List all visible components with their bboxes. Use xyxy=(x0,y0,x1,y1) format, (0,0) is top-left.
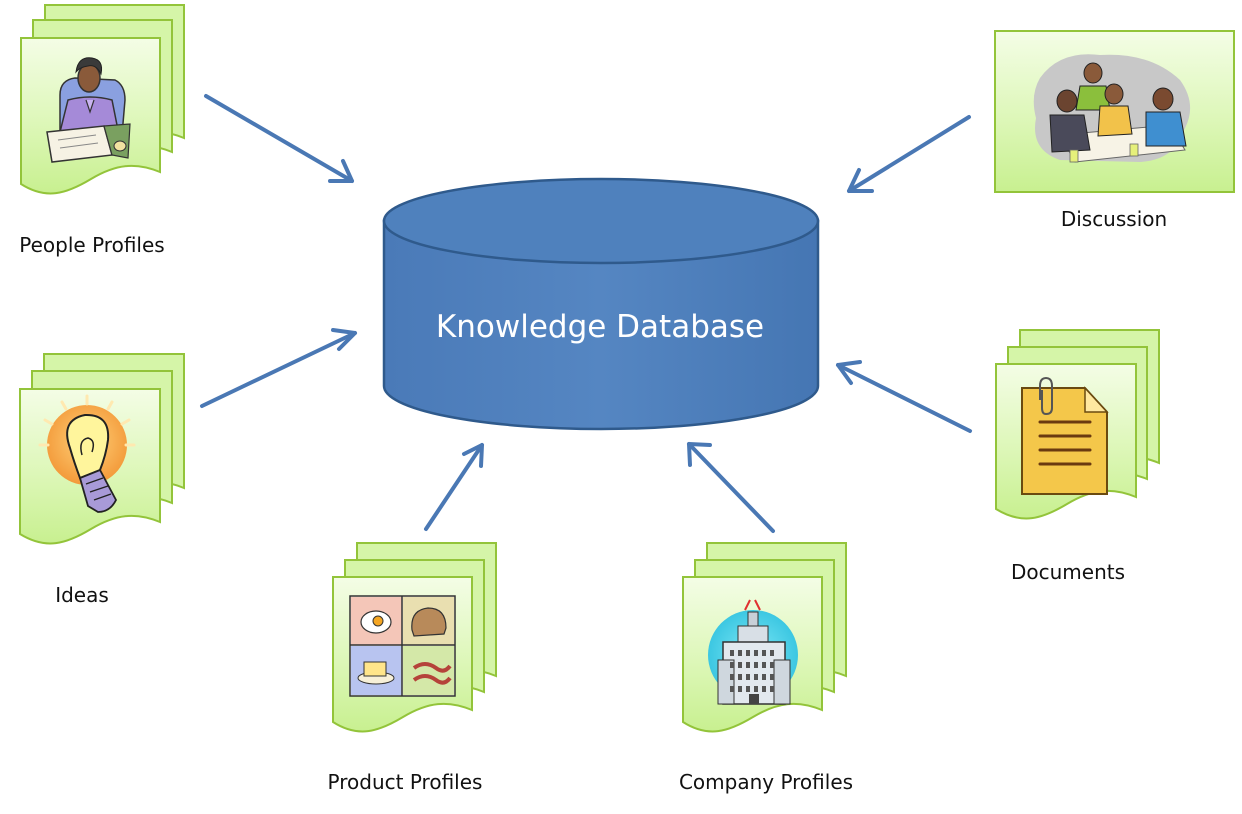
knowledge-database-cylinder: Knowledge Database xyxy=(382,177,820,431)
product-profiles-label: Product Profiles xyxy=(328,770,483,794)
discussion-label: Discussion xyxy=(1061,207,1167,231)
document-paperclip-icon xyxy=(1021,376,1109,495)
arrow-people-to-db xyxy=(204,94,354,183)
meeting-group-icon xyxy=(1033,54,1191,163)
product-profiles-stack: Product Profiles xyxy=(328,542,497,794)
arrow-ideas-to-db xyxy=(200,328,357,408)
arrow-documents-to-db xyxy=(836,360,972,433)
arrow-company-to-db xyxy=(687,442,775,533)
company-profiles-label: Company Profiles xyxy=(679,770,853,794)
people-profiles-label: People Profiles xyxy=(19,233,164,257)
database-label: Knowledge Database xyxy=(436,309,764,345)
food-products-icon xyxy=(349,595,456,697)
woman-at-desk-icon xyxy=(46,57,131,163)
documents-label: Documents xyxy=(1011,560,1125,584)
people-profiles-stack: People Profiles xyxy=(19,4,185,257)
ideas-label: Ideas xyxy=(55,583,109,607)
discussion-panel: Discussion xyxy=(994,30,1235,231)
office-building-icon xyxy=(708,599,798,705)
company-profiles-stack: Company Profiles xyxy=(679,542,853,794)
arrow-discussion-to-db xyxy=(847,115,971,193)
ideas-stack: Ideas xyxy=(19,353,185,607)
arrow-product-to-db xyxy=(424,443,484,531)
lightbulb-icon xyxy=(38,394,136,513)
documents-stack: Documents xyxy=(995,329,1160,584)
